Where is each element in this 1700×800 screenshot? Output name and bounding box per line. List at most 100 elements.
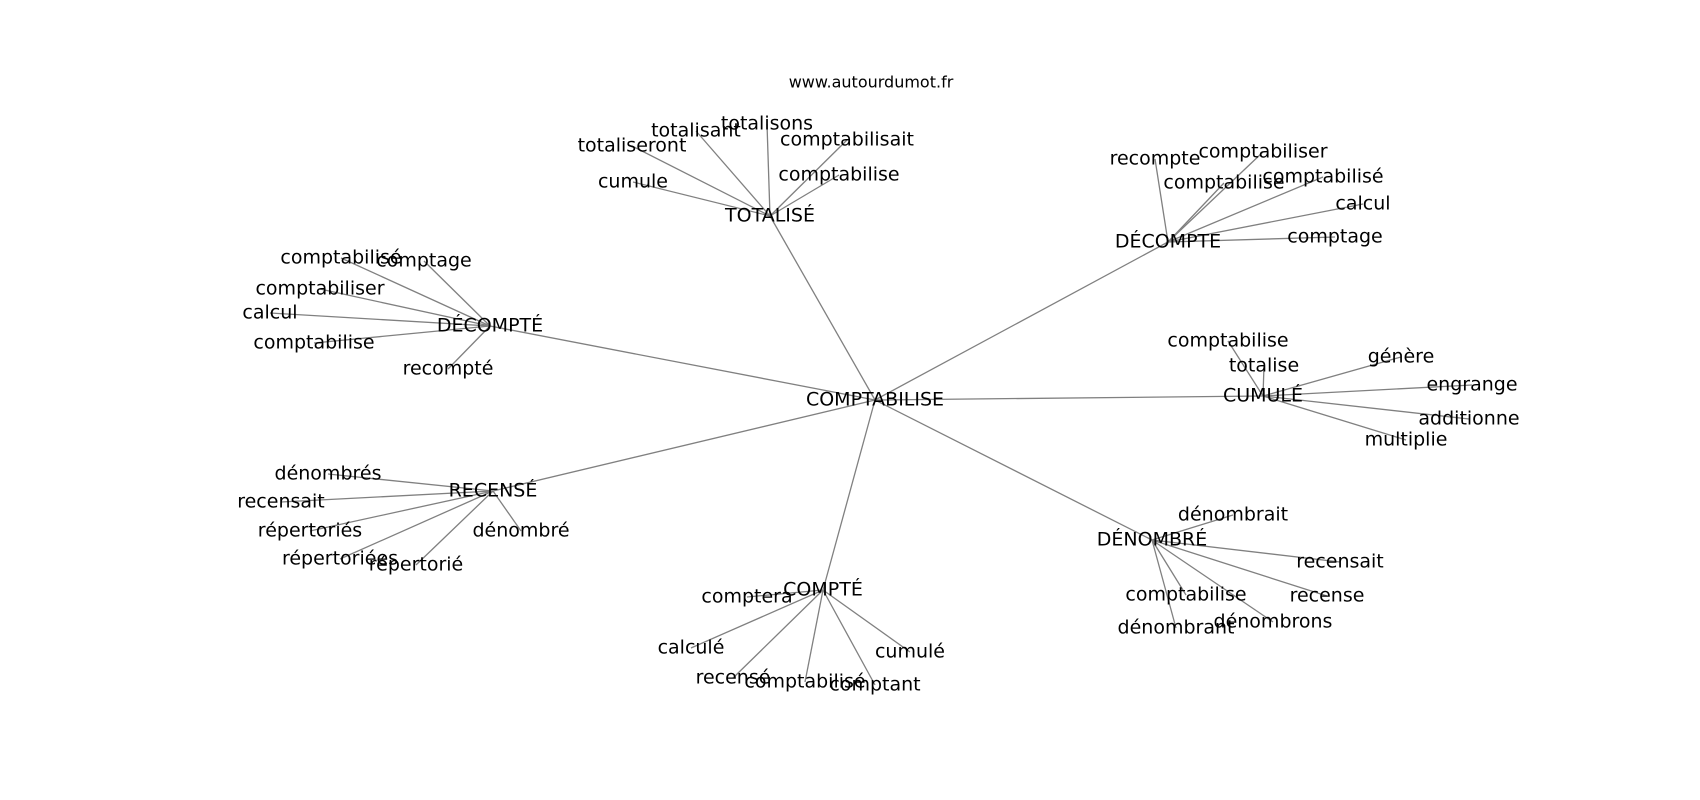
- leaf-word[interactable]: totalise: [1229, 355, 1299, 377]
- graph-labels: COMPTABILISE TOTALISÉ totaliseronttotalisa…: [237, 113, 1519, 696]
- edge-hub-to-word: [1151, 539, 1177, 629]
- edge-hub-to-word: [340, 257, 491, 327]
- leaf-word[interactable]: calcul: [1335, 193, 1390, 215]
- leaf-word[interactable]: recompte: [1110, 148, 1201, 170]
- leaf-word[interactable]: dénombré: [472, 520, 569, 542]
- edge-hub-to-word: [1167, 203, 1364, 243]
- site-url: www.autourdumot.fr: [789, 73, 954, 92]
- graph-edges: [269, 123, 1473, 686]
- leaf-word[interactable]: dénombrés: [275, 463, 382, 485]
- leaf-word[interactable]: recense: [1290, 585, 1365, 607]
- edge-hub-to-word: [1151, 539, 1187, 596]
- edge-center-to-hub: [874, 241, 1169, 401]
- hub-word[interactable]: COMPTÉ: [783, 578, 863, 601]
- leaf-word[interactable]: engrange: [1426, 374, 1517, 396]
- leaf-word[interactable]: comptabilisé: [744, 671, 865, 693]
- hub-word[interactable]: RECENSÉ: [449, 479, 538, 502]
- edge-hub-to-word: [732, 589, 824, 679]
- leaf-word[interactable]: comptera: [701, 586, 792, 608]
- hub-word[interactable]: CUMULÉ: [1223, 384, 1303, 407]
- edge-hub-to-word: [1262, 384, 1473, 397]
- hub-word[interactable]: DÉNOMBRÉ: [1097, 528, 1207, 551]
- leaf-word[interactable]: recensé: [696, 667, 771, 689]
- edge-hub-to-word: [769, 174, 840, 217]
- edge-hub-to-word: [1262, 365, 1265, 397]
- hub-word[interactable]: DÉCOMPTE: [1115, 230, 1221, 253]
- leaf-word[interactable]: génère: [1368, 346, 1435, 368]
- edge-hub-to-word: [1262, 356, 1402, 397]
- edge-center-to-hub: [822, 399, 876, 591]
- edge-hub-to-word: [492, 490, 522, 532]
- edge-hub-to-word: [339, 490, 494, 560]
- leaf-word[interactable]: répertorié: [369, 554, 464, 576]
- edge-hub-to-word: [822, 589, 911, 653]
- edge-hub-to-word: [447, 325, 491, 370]
- edge-hub-to-word: [1154, 158, 1169, 243]
- leaf-word[interactable]: dénombrait: [1178, 504, 1288, 526]
- leaf-word[interactable]: dénombrant: [1118, 617, 1235, 639]
- edge-hub-to-word: [1167, 236, 1336, 243]
- edge-hub-to-word: [309, 490, 494, 532]
- leaf-word[interactable]: totalisons: [721, 113, 813, 135]
- edge-hub-to-word: [1167, 176, 1324, 243]
- edge-hub-to-word: [313, 325, 491, 344]
- edge-hub-to-word: [690, 589, 824, 649]
- edge-center-to-hub: [874, 395, 1264, 401]
- edge-hub-to-word: [766, 123, 771, 217]
- edge-hub-to-word: [415, 490, 494, 566]
- edge-hub-to-word: [631, 145, 771, 217]
- leaf-word[interactable]: comptabilise: [1125, 584, 1246, 606]
- edge-hub-to-word: [280, 490, 494, 503]
- edge-hub-to-word: [1167, 182, 1225, 243]
- leaf-word[interactable]: comptabiliser: [1198, 141, 1327, 163]
- edge-hub-to-word: [1262, 395, 1470, 420]
- edge-hub-to-word: [423, 260, 491, 327]
- edge-hub-to-word: [1151, 539, 1341, 563]
- leaf-word[interactable]: cumule: [598, 171, 668, 193]
- edge-hub-to-word: [822, 589, 876, 686]
- leaf-word[interactable]: comptabilise: [1167, 330, 1288, 352]
- edge-center-to-hub: [489, 325, 876, 401]
- leaf-word[interactable]: comptabilise: [253, 332, 374, 354]
- leaf-word[interactable]: recensait: [1296, 551, 1384, 573]
- edge-hub-to-word: [1227, 340, 1264, 397]
- leaf-word[interactable]: comptabiliser: [255, 278, 384, 300]
- edge-hub-to-word: [1151, 539, 1274, 623]
- leaf-word[interactable]: comptabilise: [778, 164, 899, 186]
- leaf-word[interactable]: multiplie: [1365, 429, 1448, 451]
- leaf-word[interactable]: recompté: [403, 358, 494, 380]
- edge-hub-to-word: [1151, 514, 1234, 541]
- hub-word[interactable]: DÉCOMPTÉ: [437, 314, 543, 337]
- edge-hub-to-word: [695, 130, 771, 217]
- leaf-word[interactable]: calculé: [658, 637, 725, 659]
- edge-hub-to-word: [1151, 539, 1328, 597]
- edge-hub-to-word: [804, 589, 824, 683]
- leaf-word[interactable]: comptabilisé: [1262, 166, 1383, 188]
- edge-center-to-hub: [874, 399, 1153, 541]
- leaf-word[interactable]: calcul: [242, 302, 297, 324]
- edge-hub-to-word: [327, 473, 494, 492]
- edge-hub-to-word: [269, 312, 491, 327]
- leaf-word[interactable]: recensait: [237, 491, 325, 513]
- leaf-word[interactable]: comptabilisé: [280, 247, 401, 269]
- leaf-word[interactable]: comptage: [1287, 226, 1382, 248]
- edge-hub-to-word: [632, 181, 771, 217]
- leaf-word[interactable]: comptabilisait: [780, 129, 914, 151]
- leaf-word[interactable]: comptabilise: [1163, 172, 1284, 194]
- leaf-word[interactable]: comptage: [376, 250, 471, 272]
- center-word[interactable]: COMPTABILISE: [806, 389, 944, 411]
- leaf-word[interactable]: additionne: [1418, 408, 1519, 430]
- edge-center-to-hub: [769, 215, 876, 401]
- leaf-word[interactable]: dénombrons: [1214, 611, 1333, 633]
- leaf-word[interactable]: répertoriées: [282, 548, 398, 570]
- edge-hub-to-word: [1262, 395, 1407, 441]
- edge-hub-to-word: [1167, 151, 1264, 243]
- edge-hub-to-word: [319, 288, 491, 327]
- hub-word[interactable]: TOTALISÉ: [724, 204, 815, 227]
- leaf-word[interactable]: totalisant: [651, 120, 741, 142]
- edge-hub-to-word: [769, 139, 848, 217]
- leaf-word[interactable]: répertoriés: [258, 520, 362, 542]
- leaf-word[interactable]: totaliseront: [578, 135, 687, 157]
- leaf-word[interactable]: comptant: [829, 674, 920, 696]
- leaf-word[interactable]: cumulé: [875, 641, 945, 663]
